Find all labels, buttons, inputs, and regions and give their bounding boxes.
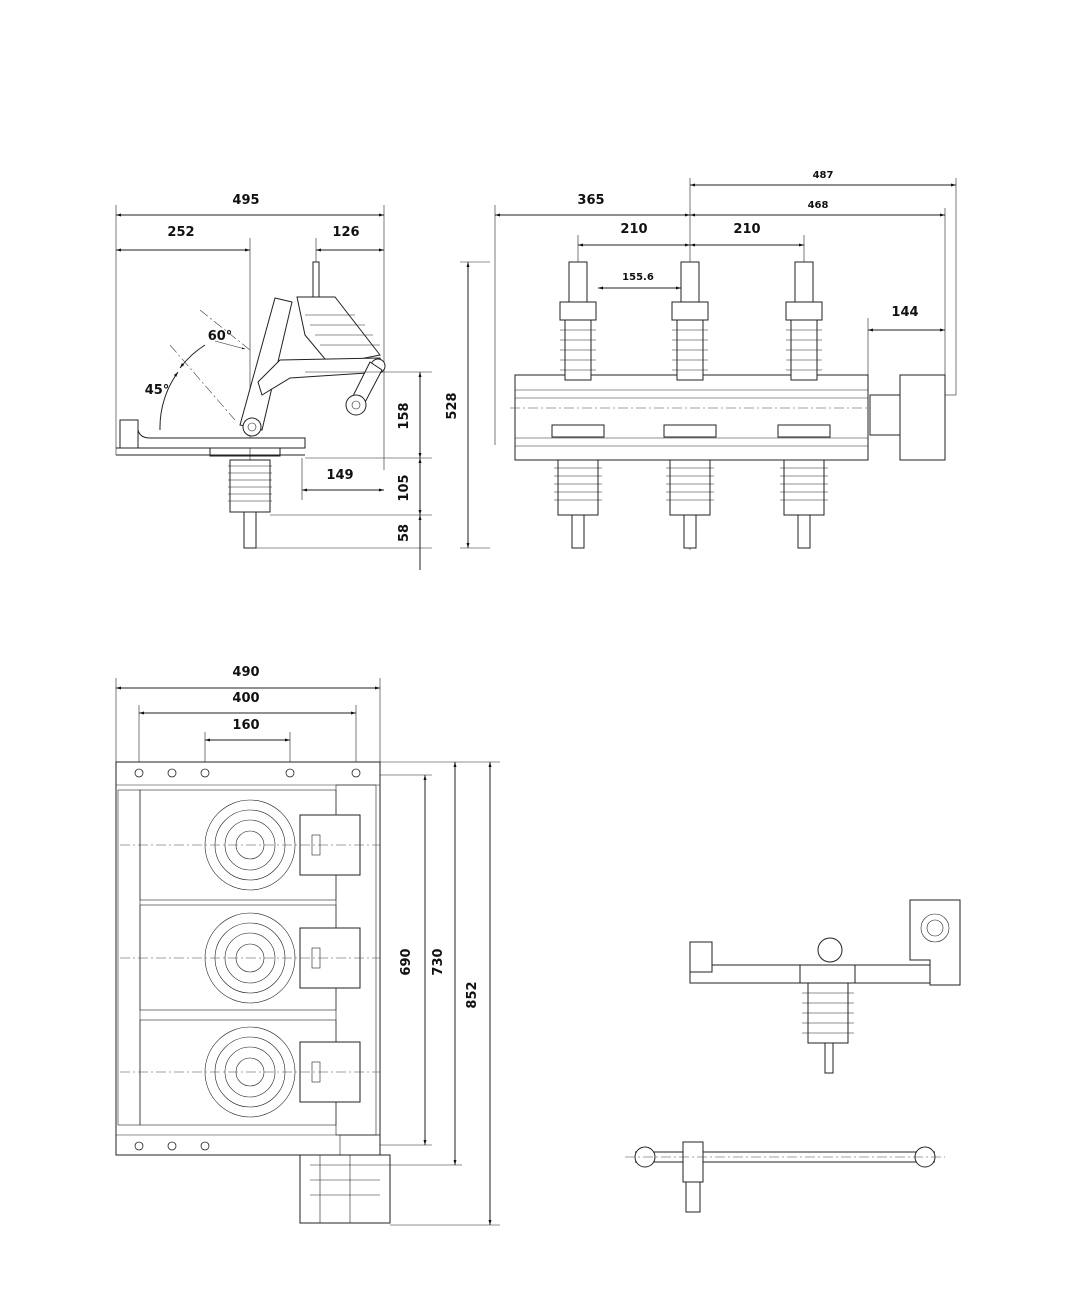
front-view: 365 487 468 210 210 155.6 144 — [494, 170, 957, 550]
dim-852: 852 — [465, 981, 480, 1008]
angle-60: 60° — [208, 329, 233, 344]
dim-105: 105 — [397, 474, 412, 501]
pole-3 — [777, 261, 831, 549]
dim-468: 468 — [808, 200, 829, 211]
dim-690: 690 — [399, 948, 414, 975]
dim-490: 490 — [232, 665, 259, 680]
mounting-holes — [134, 768, 361, 1151]
pole-1 — [551, 261, 605, 549]
dim-210-right: 210 — [733, 222, 760, 237]
bay-3 — [120, 1019, 380, 1126]
dim-149: 149 — [326, 468, 353, 483]
mechanism-top — [299, 1154, 391, 1224]
pole-2 — [663, 261, 717, 549]
dim-400: 400 — [232, 691, 259, 706]
bay-1 — [120, 789, 380, 901]
dim-495: 495 — [232, 193, 259, 208]
dim-58: 58 — [397, 524, 412, 542]
dim-487: 487 — [813, 170, 834, 181]
dim-126: 126 — [332, 225, 359, 240]
earthing-switch-detail — [689, 899, 961, 1074]
base-plate — [116, 428, 306, 449]
dim-160: 160 — [232, 718, 259, 733]
dim-528: 528 — [445, 392, 460, 419]
operating-mechanism — [899, 374, 946, 461]
side-view: 495 252 126 60° 45° — [115, 193, 490, 570]
dim-730: 730 — [431, 948, 446, 975]
dim-365: 365 — [577, 193, 604, 208]
dim-155-6: 155.6 — [622, 272, 654, 283]
pivot-pin — [242, 417, 262, 437]
angle-arc-60 — [179, 344, 206, 369]
bay-2 — [120, 904, 380, 1011]
angle-45: 45° — [145, 383, 170, 398]
lower-insulator — [228, 459, 272, 549]
shaft-detail — [625, 1141, 945, 1213]
terminal-block — [119, 419, 139, 449]
angle-arc-45 — [159, 371, 179, 431]
dim-252: 252 — [167, 225, 194, 240]
dim-158: 158 — [397, 402, 412, 429]
drive-crank — [345, 394, 367, 416]
upper-insulator — [296, 261, 381, 366]
dim-210-left: 210 — [620, 222, 647, 237]
frame — [514, 374, 869, 461]
top-view: 490 400 160 — [115, 665, 500, 1226]
dim-144: 144 — [891, 305, 918, 320]
